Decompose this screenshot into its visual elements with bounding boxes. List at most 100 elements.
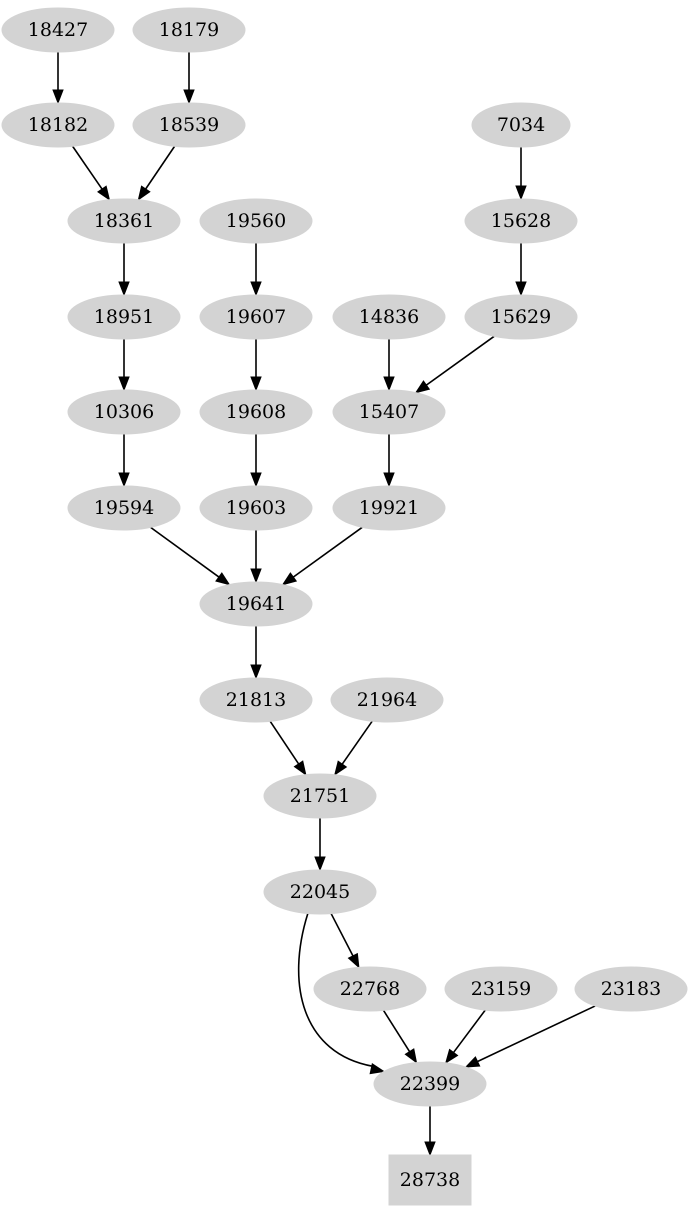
node-ellipse-shape[interactable] (199, 485, 313, 531)
edge-line (143, 145, 176, 192)
node-ellipse-shape[interactable] (263, 773, 377, 819)
graph-node-18179[interactable]: 18179 (132, 7, 246, 53)
edge-15628-to-15629 (515, 243, 527, 297)
node-ellipse-shape[interactable] (464, 294, 578, 340)
edge-19921-to-19641 (281, 526, 363, 586)
node-ellipse-shape[interactable] (199, 198, 313, 244)
graph-node-21813[interactable]: 21813 (199, 677, 313, 723)
arrowhead-icon (414, 380, 431, 394)
node-ellipse-shape[interactable] (332, 389, 446, 435)
node-ellipse-shape[interactable] (199, 294, 313, 340)
node-ellipse-shape[interactable] (332, 294, 446, 340)
arrowhead-icon (515, 185, 527, 201)
arrowhead-icon (97, 185, 111, 201)
edge-18951-to-10306 (118, 339, 130, 392)
edge-21964-to-21751 (334, 720, 373, 776)
node-ellipse-shape[interactable] (263, 869, 377, 915)
edge-18539-to-18361 (137, 145, 176, 201)
edge-18182-to-18361 (71, 145, 111, 201)
graph-node-18539[interactable]: 18539 (132, 102, 246, 148)
node-ellipse-shape[interactable] (67, 294, 181, 340)
arrowhead-icon (215, 572, 231, 586)
edge-22045-to-22768 (330, 913, 360, 969)
edge-23183-to-22399 (464, 1005, 596, 1068)
graph-node-15628[interactable]: 15628 (464, 198, 578, 244)
edge-19603-to-19641 (250, 530, 262, 584)
graph-node-21751[interactable]: 21751 (263, 773, 377, 819)
graph-node-22768[interactable]: 22768 (313, 966, 427, 1012)
edge-22768-to-22399 (382, 1009, 418, 1064)
graph-node-19921[interactable]: 19921 (332, 485, 446, 531)
edge-19594-to-19641 (150, 526, 231, 586)
graph-node-19594[interactable]: 19594 (67, 485, 181, 531)
edge-line (150, 526, 221, 579)
node-ellipse-shape[interactable] (574, 966, 688, 1012)
node-ellipse-shape[interactable] (199, 389, 313, 435)
node-ellipse-shape[interactable] (132, 102, 246, 148)
graph-node-19603[interactable]: 19603 (199, 485, 313, 531)
graph-node-28738[interactable]: 28738 (388, 1154, 472, 1206)
node-ellipse-shape[interactable] (67, 485, 181, 531)
graph-node-14836[interactable]: 14836 (332, 294, 446, 340)
graph-node-23159[interactable]: 23159 (444, 966, 558, 1012)
node-box-shape[interactable] (388, 1154, 472, 1206)
arrowhead-icon (118, 376, 130, 392)
arrowhead-icon (383, 376, 395, 392)
arrowhead-icon (424, 1141, 436, 1157)
graph-node-18361[interactable]: 18361 (67, 198, 181, 244)
edge-15629-to-15407 (414, 335, 495, 394)
graph-node-7034[interactable]: 7034 (471, 102, 571, 148)
node-ellipse-shape[interactable] (464, 198, 578, 244)
edge-line (475, 1005, 596, 1064)
graph-node-10306[interactable]: 10306 (67, 389, 181, 435)
edges-layer (52, 52, 596, 1157)
edge-line (269, 720, 301, 767)
arrowhead-icon (137, 185, 151, 201)
graph-node-22045[interactable]: 22045 (263, 869, 377, 915)
graph-node-19607[interactable]: 19607 (199, 294, 313, 340)
node-ellipse-shape[interactable] (67, 198, 181, 244)
node-ellipse-shape[interactable] (199, 677, 313, 723)
edge-7034-to-15628 (515, 147, 527, 201)
edge-21751-to-22045 (314, 818, 326, 872)
graph-node-18182[interactable]: 18182 (1, 102, 115, 148)
node-ellipse-shape[interactable] (332, 485, 446, 531)
graph-node-19641[interactable]: 19641 (199, 581, 313, 627)
node-ellipse-shape[interactable] (313, 966, 427, 1012)
arrowhead-icon (118, 281, 130, 297)
arrowhead-icon (52, 89, 64, 105)
edge-line (382, 1009, 412, 1054)
edge-23159-to-22399 (444, 1009, 486, 1065)
node-ellipse-shape[interactable] (1, 102, 115, 148)
node-ellipse-shape[interactable] (199, 581, 313, 627)
graph-node-21964[interactable]: 21964 (330, 677, 444, 723)
node-ellipse-shape[interactable] (67, 389, 181, 435)
arrowhead-icon (444, 1048, 459, 1065)
graph-node-19560[interactable]: 19560 (199, 198, 313, 244)
graph-node-15407[interactable]: 15407 (332, 389, 446, 435)
edge-10306-to-19594 (118, 434, 130, 488)
edge-22045-to-22399 (297, 913, 386, 1075)
node-ellipse-shape[interactable] (471, 102, 571, 148)
graph-node-22399[interactable]: 22399 (373, 1061, 487, 1107)
graph-node-18427[interactable]: 18427 (1, 7, 115, 53)
edge-line (451, 1009, 486, 1055)
edge-14836-to-15407 (383, 339, 395, 392)
node-ellipse-shape[interactable] (1, 7, 115, 53)
arrowhead-icon (250, 472, 262, 488)
arrowhead-icon (464, 1056, 481, 1068)
graph-node-23183[interactable]: 23183 (574, 966, 688, 1012)
graph-node-19608[interactable]: 19608 (199, 389, 313, 435)
node-ellipse-shape[interactable] (373, 1061, 487, 1107)
arrowhead-icon (334, 760, 348, 776)
node-ellipse-shape[interactable] (330, 677, 444, 723)
node-ellipse-shape[interactable] (132, 7, 246, 53)
arrowhead-icon (281, 572, 298, 586)
arrowhead-icon (404, 1048, 418, 1064)
node-ellipse-shape[interactable] (444, 966, 558, 1012)
graph-node-15629[interactable]: 15629 (464, 294, 578, 340)
graph-node-18951[interactable]: 18951 (67, 294, 181, 340)
arrowhead-icon (118, 472, 130, 488)
arrowhead-icon (250, 376, 262, 392)
